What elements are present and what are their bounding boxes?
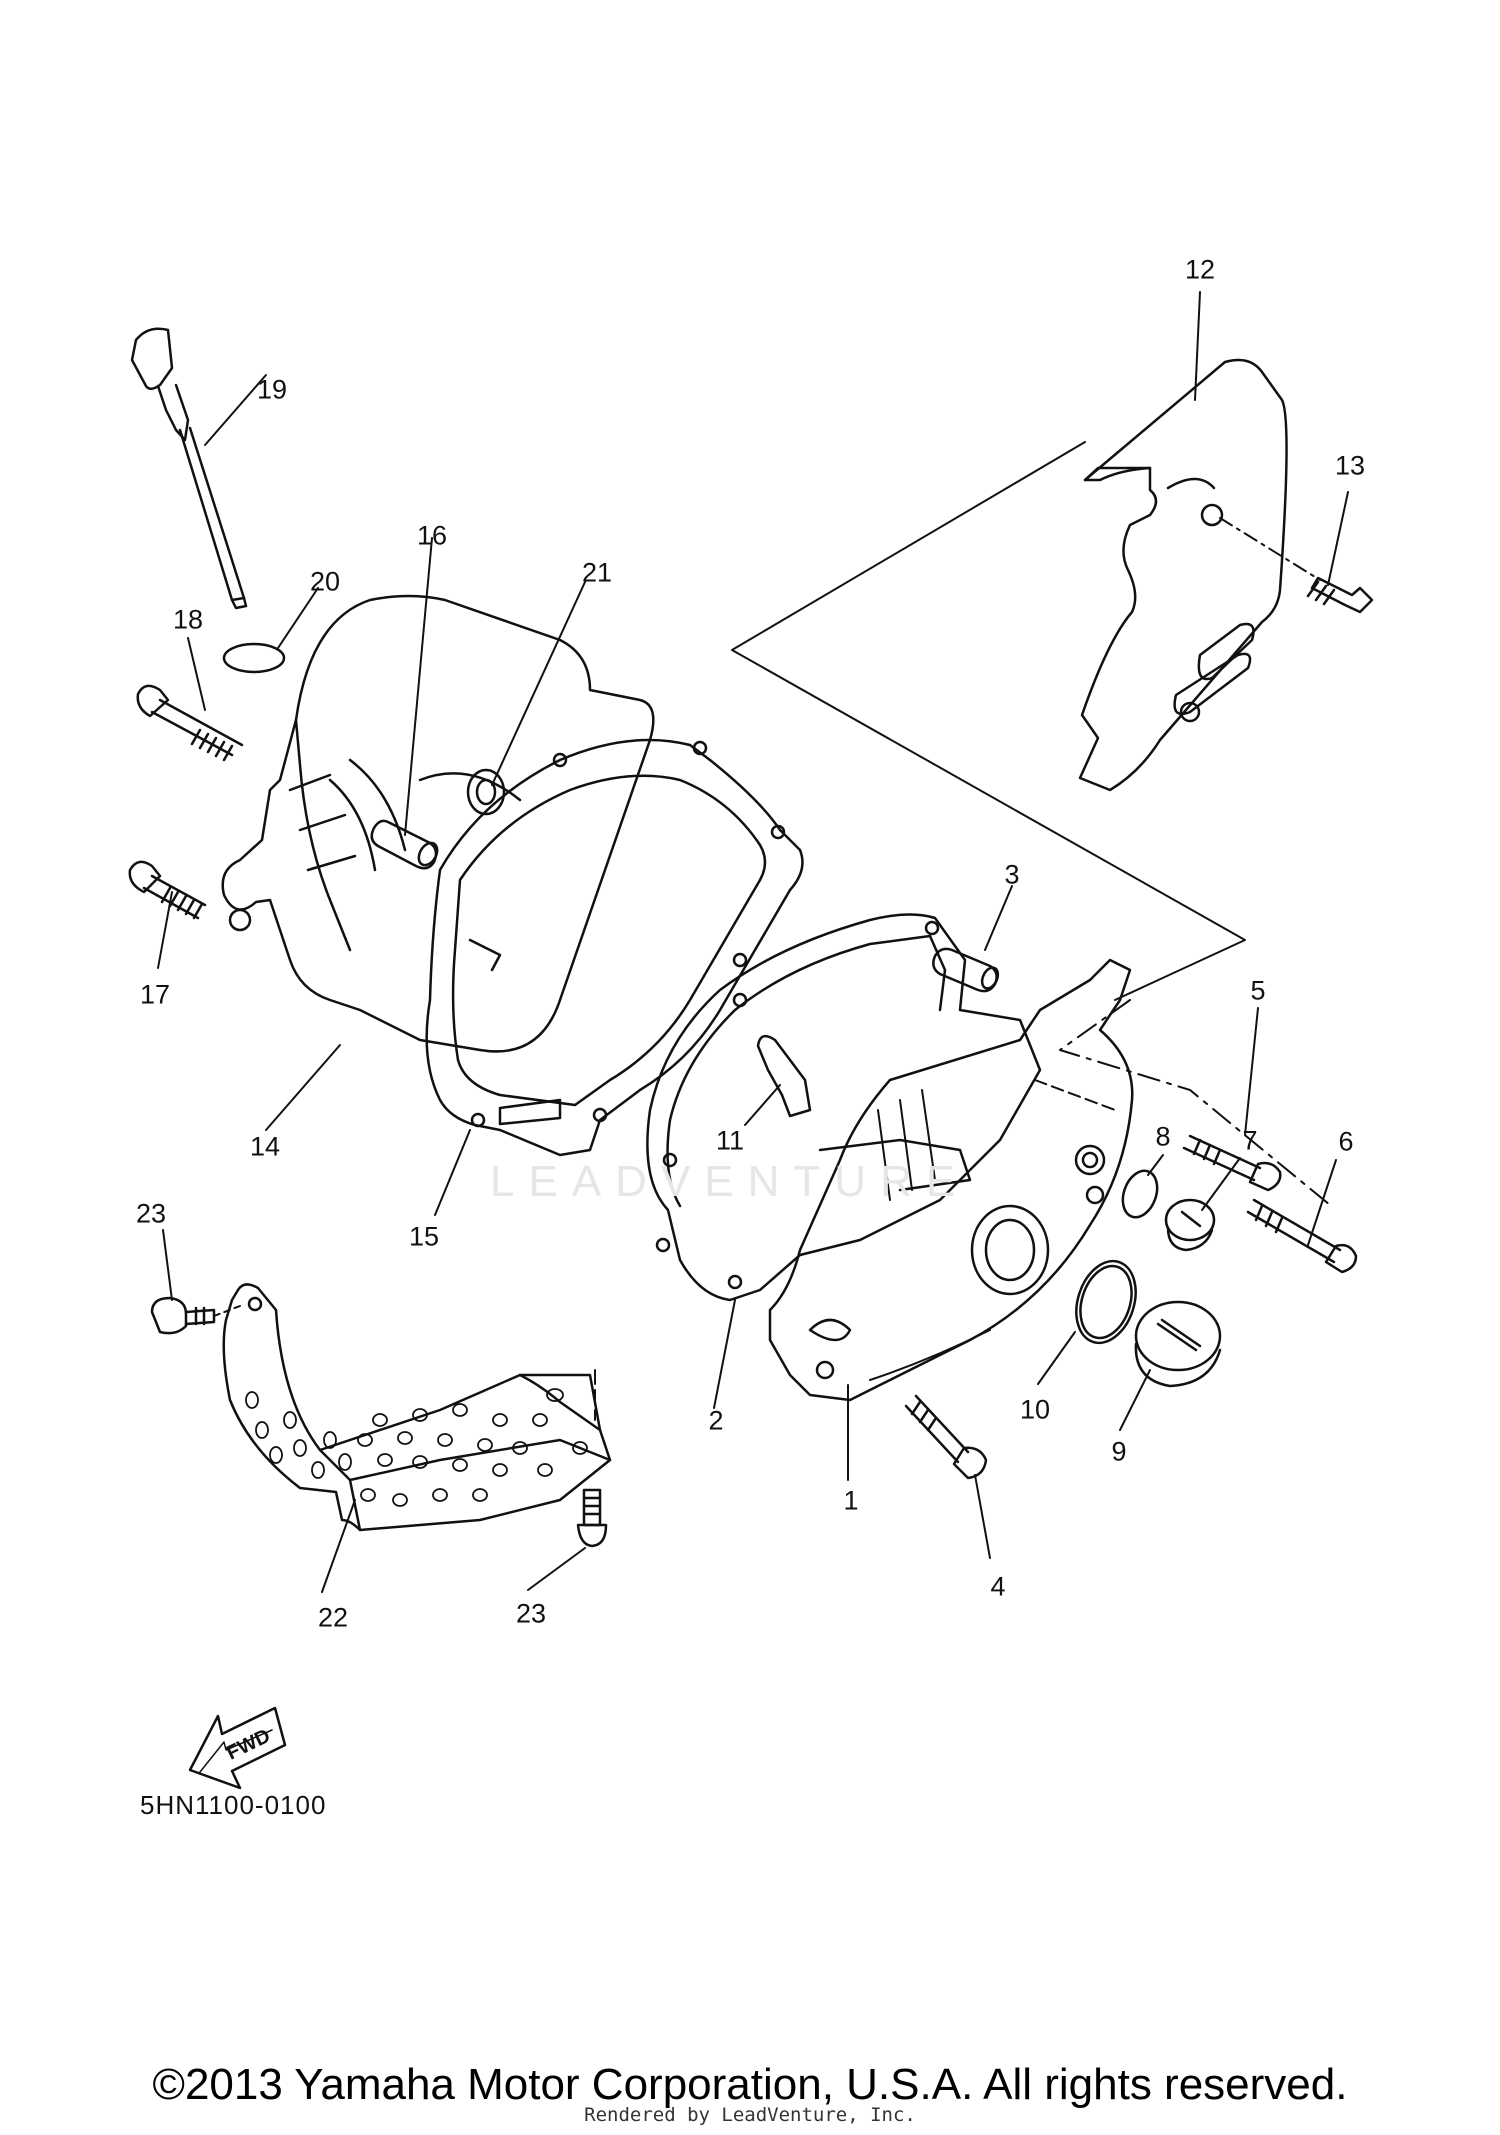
callout-21: 21 <box>581 557 613 588</box>
callout-2: 2 <box>708 1405 724 1436</box>
callout-1: 1 <box>843 1485 859 1516</box>
callout-14: 14 <box>249 1131 281 1162</box>
part-11-clamp <box>756 1034 812 1118</box>
callout-9: 9 <box>1111 1436 1127 1467</box>
callout-23-bottom: 23 <box>515 1598 547 1629</box>
callout-15: 15 <box>408 1221 440 1252</box>
skid-plate-holes <box>245 1388 588 1507</box>
diagram-code: 5HN1100-0100 <box>140 1790 327 1820</box>
watermark: LEADVENTURE <box>490 1157 970 1206</box>
part-14-crankcase-cover <box>221 594 655 1053</box>
callout-6: 6 <box>1338 1126 1354 1157</box>
part-12-cover <box>1078 358 1288 792</box>
part-1-crankcase-cover <box>768 958 1134 1402</box>
part-15-gasket <box>425 738 804 1157</box>
callout-10: 10 <box>1019 1394 1051 1425</box>
reference-lines <box>594 441 1331 1421</box>
part-8-o-ring <box>1121 1169 1159 1219</box>
fwd-arrow-icon: FWD <box>188 1706 287 1790</box>
callout-20: 20 <box>309 566 341 597</box>
callout-4: 4 <box>990 1571 1006 1602</box>
part-3-dowel-pin <box>932 947 1000 993</box>
callout-3: 3 <box>1004 859 1020 890</box>
callout-22: 22 <box>317 1602 349 1633</box>
callout-12: 12 <box>1184 254 1216 285</box>
callout-11: 11 <box>715 1125 745 1156</box>
part-20-o-ring <box>222 642 286 674</box>
callout-19: 19 <box>256 374 288 405</box>
part-6-bolt <box>1246 1198 1358 1274</box>
part-18-bolt <box>136 684 244 762</box>
part-21-oil-seal <box>466 768 506 816</box>
callout-7: 7 <box>1242 1125 1258 1156</box>
copyright-notice: ©2013 Yamaha Motor Corporation, U.S.A. A… <box>152 2060 1348 2109</box>
callout-17: 17 <box>139 979 171 1010</box>
part-9-plug-cap <box>1134 1300 1222 1388</box>
part-5-bolt <box>1182 1134 1282 1192</box>
part-13-screw <box>1219 517 1374 614</box>
callout-8: 8 <box>1155 1121 1171 1152</box>
part-4-bolt <box>904 1394 988 1480</box>
leader-lines <box>157 291 1349 1593</box>
callout-23-left: 23 <box>135 1198 167 1229</box>
part-17-bolt <box>128 860 207 920</box>
callout-18: 18 <box>172 604 204 635</box>
part-16-dowel-pin <box>370 819 439 870</box>
part-23-bolt-bottom <box>576 1488 608 1548</box>
callout-5: 5 <box>1250 975 1266 1006</box>
part-10-o-ring <box>1075 1259 1137 1345</box>
part-22-skid-plate <box>222 1283 612 1532</box>
part-19-dipstick <box>130 327 248 610</box>
callout-16: 16 <box>416 520 448 551</box>
part-7-plug <box>1164 1198 1216 1252</box>
rendered-by-notice: Rendered by LeadVenture, Inc. <box>584 2104 916 2126</box>
part-23-bolt-left <box>150 1296 241 1335</box>
callout-13: 13 <box>1334 450 1366 481</box>
part-2-gasket <box>646 913 1042 1302</box>
